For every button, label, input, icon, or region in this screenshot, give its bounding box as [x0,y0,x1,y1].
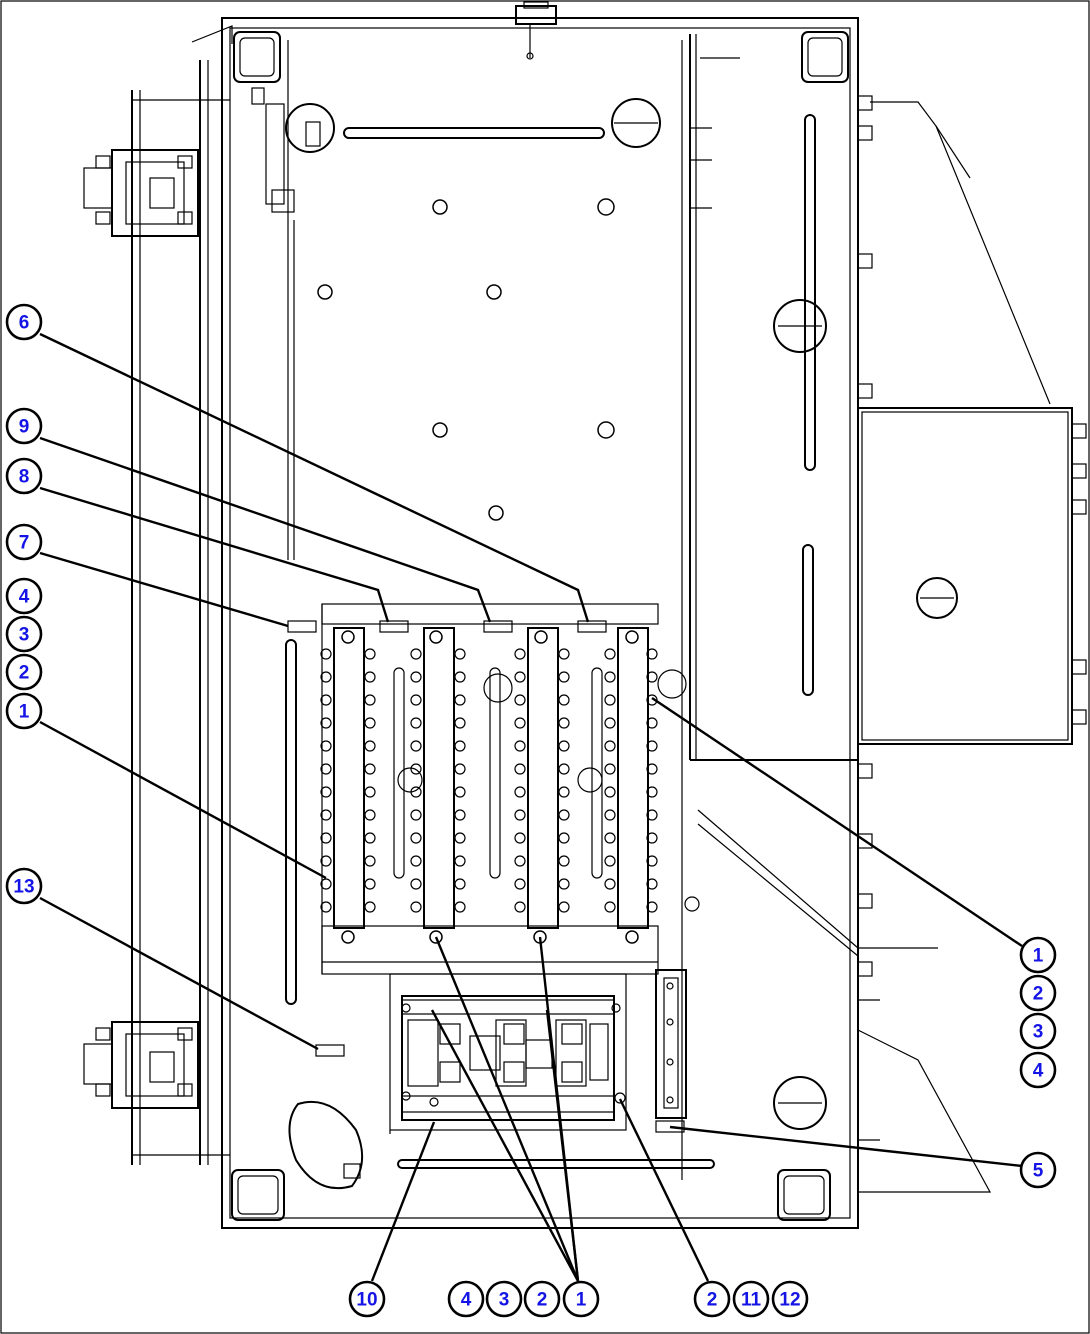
callout-4: 4 [1019,1051,1057,1089]
lower-hinge [83,1021,199,1109]
callout-circle [5,407,43,445]
callout-number: 1 [576,1290,587,1311]
callout-8: 8 [5,457,43,495]
callout-circle [1019,936,1057,974]
callout-4: 4 [447,1280,485,1318]
leader-line-c1c [434,936,580,1282]
callout-number: 3 [499,1290,510,1311]
callout-number: 2 [707,1290,718,1311]
callout-number: 12 [779,1290,800,1311]
callout-2: 2 [1019,974,1057,1012]
callout-1: 1 [5,692,43,730]
callout-number: 4 [19,587,30,608]
leader-line-c1c [430,1009,580,1282]
callout-3: 3 [485,1280,523,1318]
callout-circle [1019,974,1057,1012]
callout-number: 3 [1033,1022,1044,1043]
callout-circle [485,1280,523,1318]
callout-circle [1019,1051,1057,1089]
callout-number: 1 [19,702,30,723]
callout-circle [5,692,43,730]
terminal-blocks [320,603,659,975]
upper-hinge [83,149,199,237]
callout-number: 11 [741,1290,762,1311]
callout-9: 9 [5,407,43,445]
callout-number: 6 [19,313,30,334]
callout-12: 12 [771,1280,809,1318]
callout-number: 5 [1033,1161,1044,1182]
callout-number: 8 [19,467,30,488]
callout-number: 3 [19,625,30,646]
leader-lines [39,332,1023,1282]
callout-number: 7 [19,533,30,554]
callout-circle [5,577,43,615]
leader-line-c5 [669,1125,1023,1168]
leader-line-c7 [39,551,289,628]
callout-circle [771,1280,809,1318]
callout-circle [348,1280,386,1318]
callout-5: 5 [1019,1151,1057,1189]
leader-line-c8 [39,486,390,623]
callout-circle [1019,1151,1057,1189]
relay-module [389,973,627,1134]
callout-circle [5,303,43,341]
leader-line-c10 [370,1121,436,1282]
callout-circle [5,523,43,561]
callout-6: 6 [5,303,43,341]
leader-line-c1a [39,720,327,880]
callout-number: 2 [1033,984,1044,1005]
tag-plates [287,620,685,1133]
leader-line-c1c [545,1009,580,1282]
callout-7: 7 [5,523,43,561]
callout-13: 13 [5,867,43,905]
callout-circle [5,653,43,691]
callout-10: 10 [348,1280,386,1318]
callout-number: 9 [19,417,30,438]
callout-circle [447,1280,485,1318]
callout-circle [1019,1012,1057,1050]
leader-line-c13 [39,896,319,1051]
callout-1: 1 [1019,936,1057,974]
callout-circle [5,615,43,653]
callout-1: 1 [562,1280,600,1318]
callout-number: 4 [461,1290,472,1311]
callout-number: 10 [356,1290,377,1311]
callout-11: 11 [732,1280,770,1318]
leader-line-c1b [651,697,1023,947]
callout-number: 2 [537,1290,548,1311]
callout-number: 13 [13,877,34,898]
callout-circle [693,1280,731,1318]
leader-line-c2d [618,1098,710,1282]
callout-4: 4 [5,577,43,615]
leader-line-c9 [39,436,492,623]
callout-3: 3 [5,615,43,653]
callout-2: 2 [523,1280,561,1318]
callout-2: 2 [693,1280,731,1318]
callout-circle [5,867,43,905]
leader-line-c6 [39,332,590,623]
callout-number: 1 [1033,946,1044,967]
callout-circle [5,457,43,495]
side-bolts [857,95,1087,977]
ground-bar [655,969,687,1119]
callout-3: 3 [1019,1012,1057,1050]
terminal-screws [320,648,658,913]
callout-circle [523,1280,561,1318]
callout-circle [732,1280,770,1318]
callout-number: 2 [19,663,30,684]
callout-number: 4 [1033,1061,1044,1082]
callout-2: 2 [5,653,43,691]
callout-circle [562,1280,600,1318]
